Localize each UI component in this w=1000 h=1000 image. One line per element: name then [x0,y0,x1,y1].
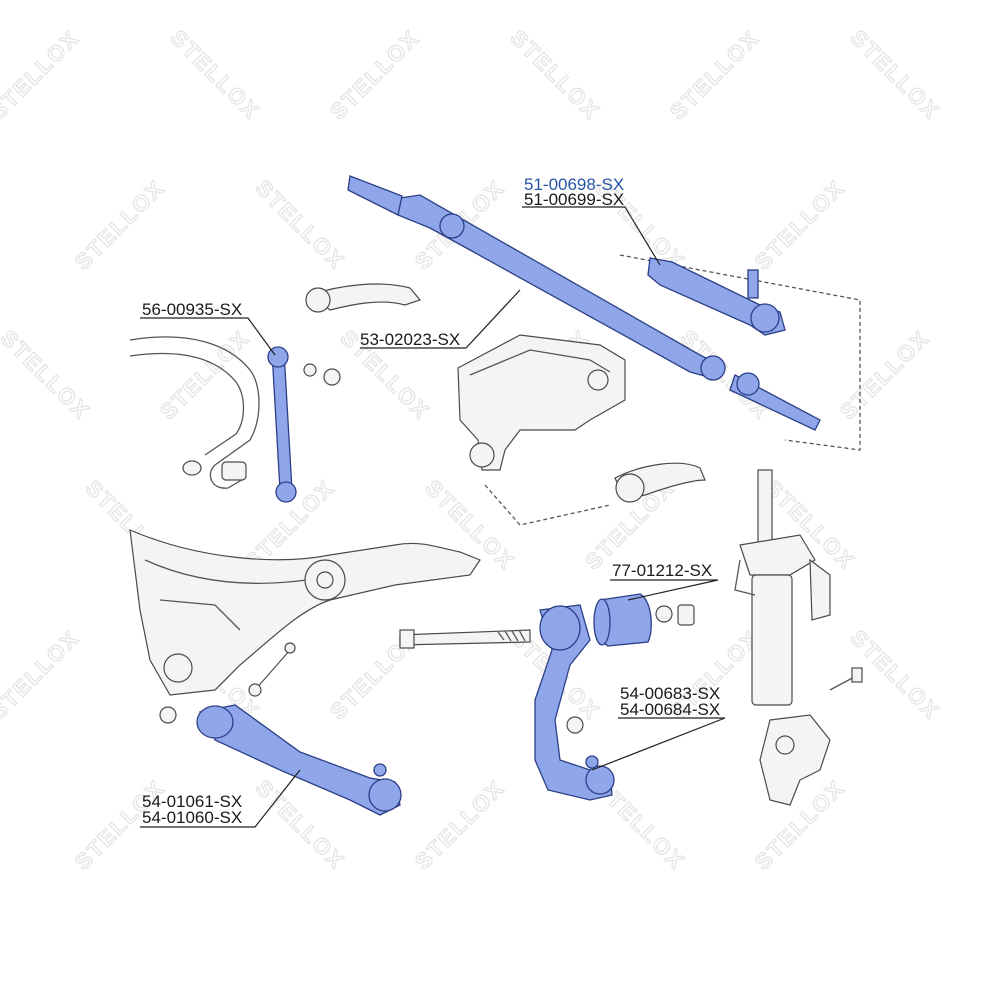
label-tie-rod-end-1: 51-00698-SX [524,175,624,194]
lower-control-arm-part [199,704,401,816]
watermark-text: STELLOX [166,25,265,124]
label-tie-rod-end-2: 51-00699-SX [524,190,624,209]
watermark-text: STELLOX [0,625,84,724]
watermark-text: STELLOX [410,775,509,874]
watermark-text: STELLOX [325,25,424,124]
leader-center-tie-rod [360,289,521,349]
leader-bushing [610,579,719,601]
watermark-text: STELLOX [750,175,849,274]
label-lower-control-arm-1: 54-01061-SX [142,792,242,811]
label-lower-control-arm-2: 54-01060-SX [142,808,242,827]
label-upper-control-arm-2: 54-00684-SX [620,700,720,719]
highlighted-parts [196,175,821,816]
leader-tie-rod-end [522,206,661,266]
watermark-text: STELLOX [835,325,934,424]
leader-upper-control-arm [591,717,726,771]
watermark-text: STELLOX [251,175,350,274]
label-bushing: 77-01212-SX [612,561,712,580]
label-stabilizer-link: 56-00935-SX [142,300,242,319]
watermark-text: STELLOX [676,325,775,424]
watermark-text: STELLOX [846,25,945,124]
leader-lines [140,206,726,828]
watermark-text: STELLOX [506,25,605,124]
center-tie-rod-part [397,194,721,379]
callout-labels: 51-00698-SX 51-00699-SX 56-00935-SX 53-0… [142,175,720,827]
watermark-text: STELLOX [665,25,764,124]
leader-stabilizer-link [140,317,276,356]
label-center-tie-rod: 53-02023-SX [360,330,460,349]
label-upper-control-arm-1: 54-00683-SX [620,684,720,703]
stabilizer-link-part [271,351,293,491]
watermark-text: STELLOX [0,25,84,124]
structure-outlines [129,254,863,806]
watermark-text: STELLOX [155,325,254,424]
watermark-text: STELLOX [70,175,169,274]
leader-lower-control-arm [140,769,301,828]
watermark-text: STELLOX [750,775,849,874]
watermark-text: STELLOX [0,325,95,424]
